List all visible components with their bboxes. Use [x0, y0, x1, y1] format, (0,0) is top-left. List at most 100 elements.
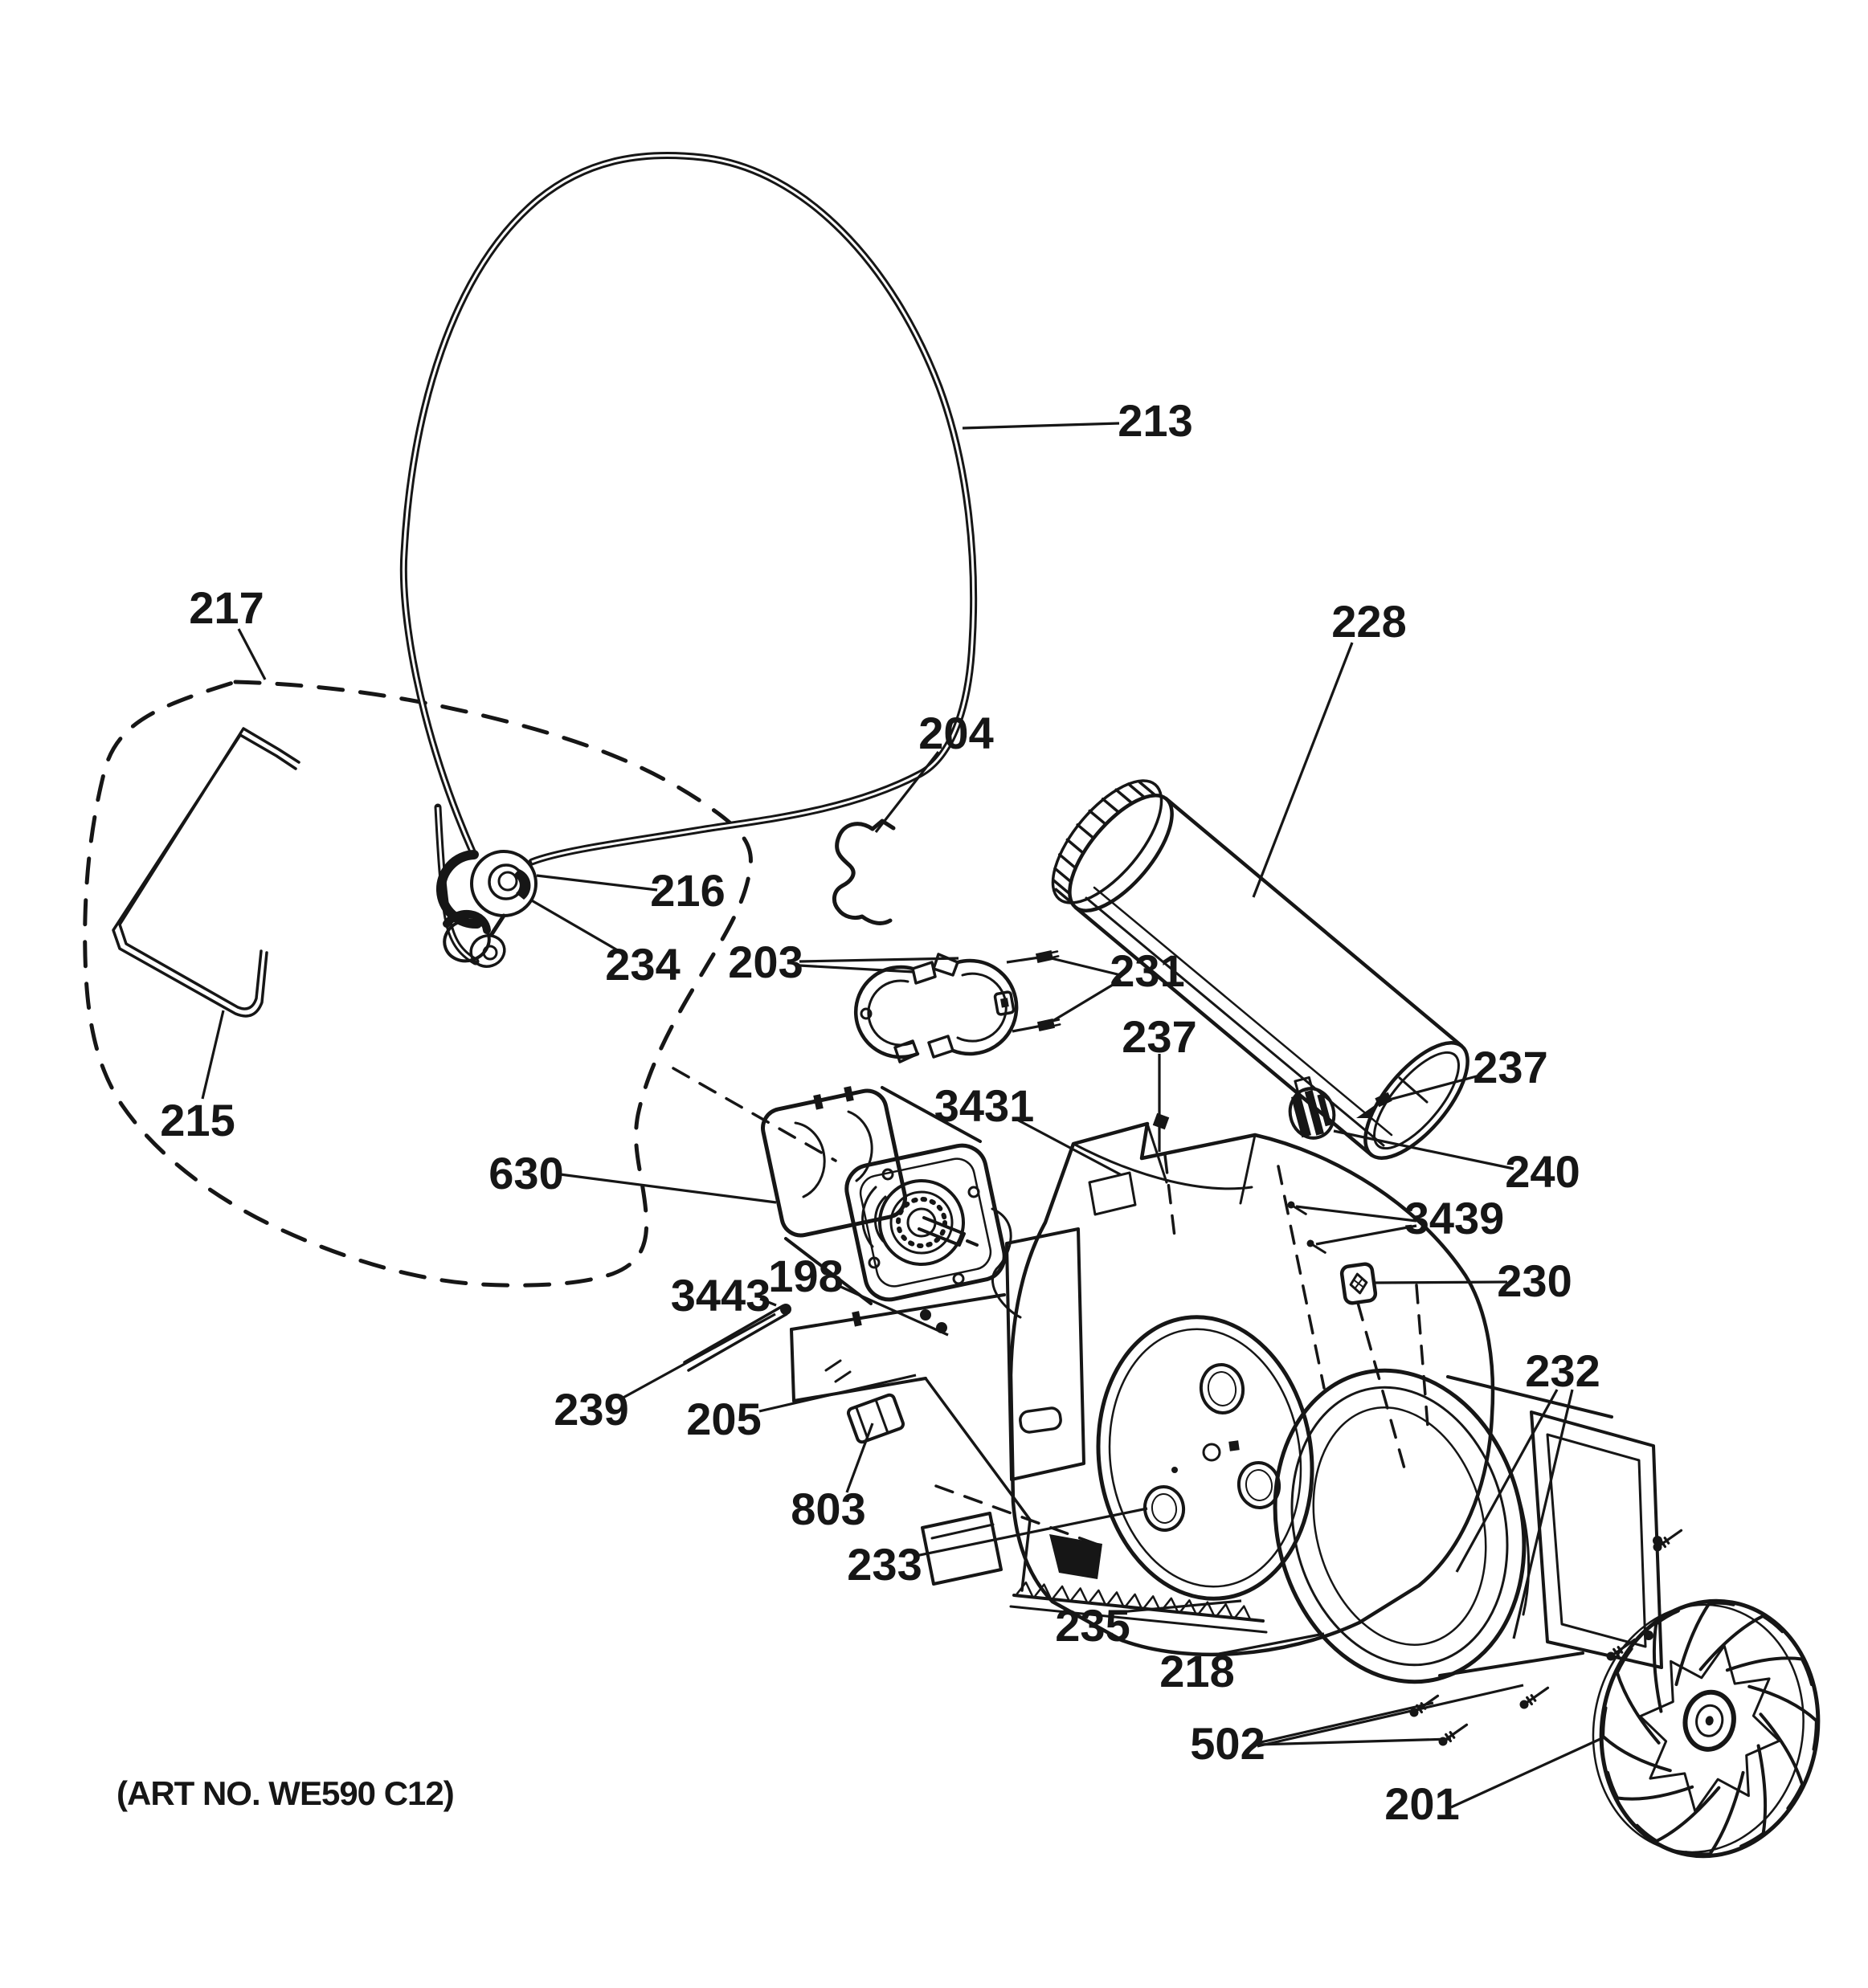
callout-213: 213	[962, 395, 1193, 446]
leader-line-230-0	[1375, 1280, 1508, 1284]
callout-3431: 3431	[934, 1080, 1122, 1177]
leader-line-233-0	[915, 1507, 1148, 1557]
leader-line-232-0	[1455, 1389, 1559, 1573]
part-label-3439: 3439	[1404, 1193, 1505, 1243]
leader-line-502-0	[1257, 1701, 1434, 1745]
corrugation-line	[1053, 867, 1073, 884]
serration-tooth	[1052, 1585, 1070, 1601]
leader-line-213-0	[962, 422, 1120, 430]
part-label-237-right: 237	[1473, 1042, 1547, 1092]
part-label-237-left: 237	[1122, 1011, 1196, 1062]
corrugation-line	[1101, 797, 1121, 814]
part-label-228: 228	[1331, 596, 1406, 647]
leader-line-231-0	[1006, 955, 1122, 977]
part-label-198: 198	[768, 1251, 843, 1301]
part-label-216: 216	[650, 865, 725, 916]
screw-237-right	[1356, 1092, 1392, 1118]
part-label-201: 201	[1384, 1778, 1459, 1829]
part-label-240: 240	[1505, 1146, 1580, 1197]
screw-237-left	[1152, 1112, 1170, 1130]
leader-line-630-0	[559, 1173, 777, 1204]
part-label-232: 232	[1525, 1345, 1600, 1396]
motor-clamps-203	[853, 953, 1019, 1063]
part-label-230: 230	[1497, 1255, 1572, 1306]
leader-line-502-1	[1257, 1737, 1452, 1746]
leader-line-215-0	[201, 1010, 225, 1100]
fan-blade	[1701, 1607, 1784, 1683]
leader-line-237-right-0	[1380, 1073, 1483, 1104]
leader-line-239-0	[619, 1312, 776, 1401]
serration-tooth	[1070, 1587, 1088, 1602]
part-label-231: 231	[1110, 945, 1184, 996]
leader-line-3443-0	[759, 1297, 777, 1307]
corrugation-line	[1054, 888, 1073, 904]
leader-line-203-1	[799, 964, 914, 974]
part-label-218: 218	[1159, 1646, 1234, 1696]
long-screw-icon	[1653, 1529, 1683, 1552]
fan-blade	[1606, 1647, 1674, 1743]
part-label-3431: 3431	[934, 1080, 1035, 1131]
serration-tooth	[1016, 1581, 1033, 1597]
pin-screw-icon	[1287, 1201, 1307, 1215]
leader-line-218-0	[1214, 1632, 1325, 1656]
corrugation-line	[1138, 780, 1157, 798]
leader-line-217-0	[237, 628, 267, 680]
duct-corrugation	[1052, 780, 1157, 904]
leader-dot-198	[936, 1322, 947, 1333]
grommet-230	[1339, 1262, 1378, 1305]
serration-tooth	[1216, 1602, 1233, 1619]
leader-line-228-0	[1252, 642, 1354, 898]
corrugation-line	[1126, 782, 1147, 799]
leader-line-201-0	[1450, 1737, 1603, 1809]
leader-line-3431-0	[1016, 1118, 1122, 1177]
fan-blade	[1597, 1708, 1679, 1770]
idler-bracket-215	[112, 727, 300, 1018]
fan-blade	[1635, 1775, 1719, 1851]
callout-630: 630	[488, 1148, 777, 1204]
part-label-204: 204	[918, 708, 993, 758]
serration-tooth	[1179, 1599, 1197, 1614]
leader-line-240-0	[1333, 1129, 1514, 1170]
fan-blade	[1676, 1598, 1733, 1692]
clip-803	[846, 1393, 905, 1444]
part-label-239: 239	[554, 1384, 628, 1435]
corrugation-line	[1114, 788, 1134, 805]
callout-3439: 3439	[1295, 1193, 1505, 1246]
callout-3443: 3443	[671, 1270, 777, 1321]
callout-237-left: 237	[1122, 1011, 1197, 1152]
housing-serrated-flange	[1016, 1581, 1252, 1620]
callout-216: 216	[536, 865, 726, 916]
serration-tooth	[1089, 1589, 1106, 1605]
leader-line-502-2	[1257, 1684, 1524, 1748]
callout-230: 230	[1375, 1255, 1572, 1306]
long-screw-icon	[1519, 1686, 1550, 1709]
thermostat-240	[1288, 1076, 1336, 1140]
part-label-205: 205	[686, 1394, 761, 1444]
pin-3443	[683, 1304, 852, 1383]
leader-line-3439-0	[1295, 1205, 1417, 1223]
callout-232: 232	[1455, 1345, 1600, 1639]
wire-clip-204	[832, 818, 896, 925]
wheel-spoke-plate	[1625, 1634, 1794, 1824]
leader-line-235-0	[1110, 1599, 1242, 1614]
leader-line-204-0	[874, 751, 940, 833]
callout-239: 239	[554, 1312, 776, 1435]
blower-cover-218	[1273, 1368, 1663, 1684]
leader-line-216-0	[536, 874, 658, 892]
part-label-233: 233	[847, 1539, 922, 1590]
dashed-outline-217	[83, 680, 753, 1288]
part-label-215: 215	[160, 1095, 235, 1145]
pin-screw-icon	[1306, 1239, 1326, 1254]
serration-tooth	[1125, 1593, 1142, 1609]
fan-blade	[1641, 1607, 1679, 1711]
callout-205: 205	[686, 1374, 917, 1444]
leader-line-3439-1	[1315, 1224, 1417, 1246]
dashed-fold-lines	[672, 1067, 1430, 1548]
callout-217: 217	[189, 582, 267, 680]
callout-231: 231	[1006, 945, 1185, 1033]
callout-198: 198	[768, 1251, 949, 1337]
part-label-630: 630	[488, 1148, 563, 1198]
leader-line-205-0	[758, 1374, 917, 1413]
